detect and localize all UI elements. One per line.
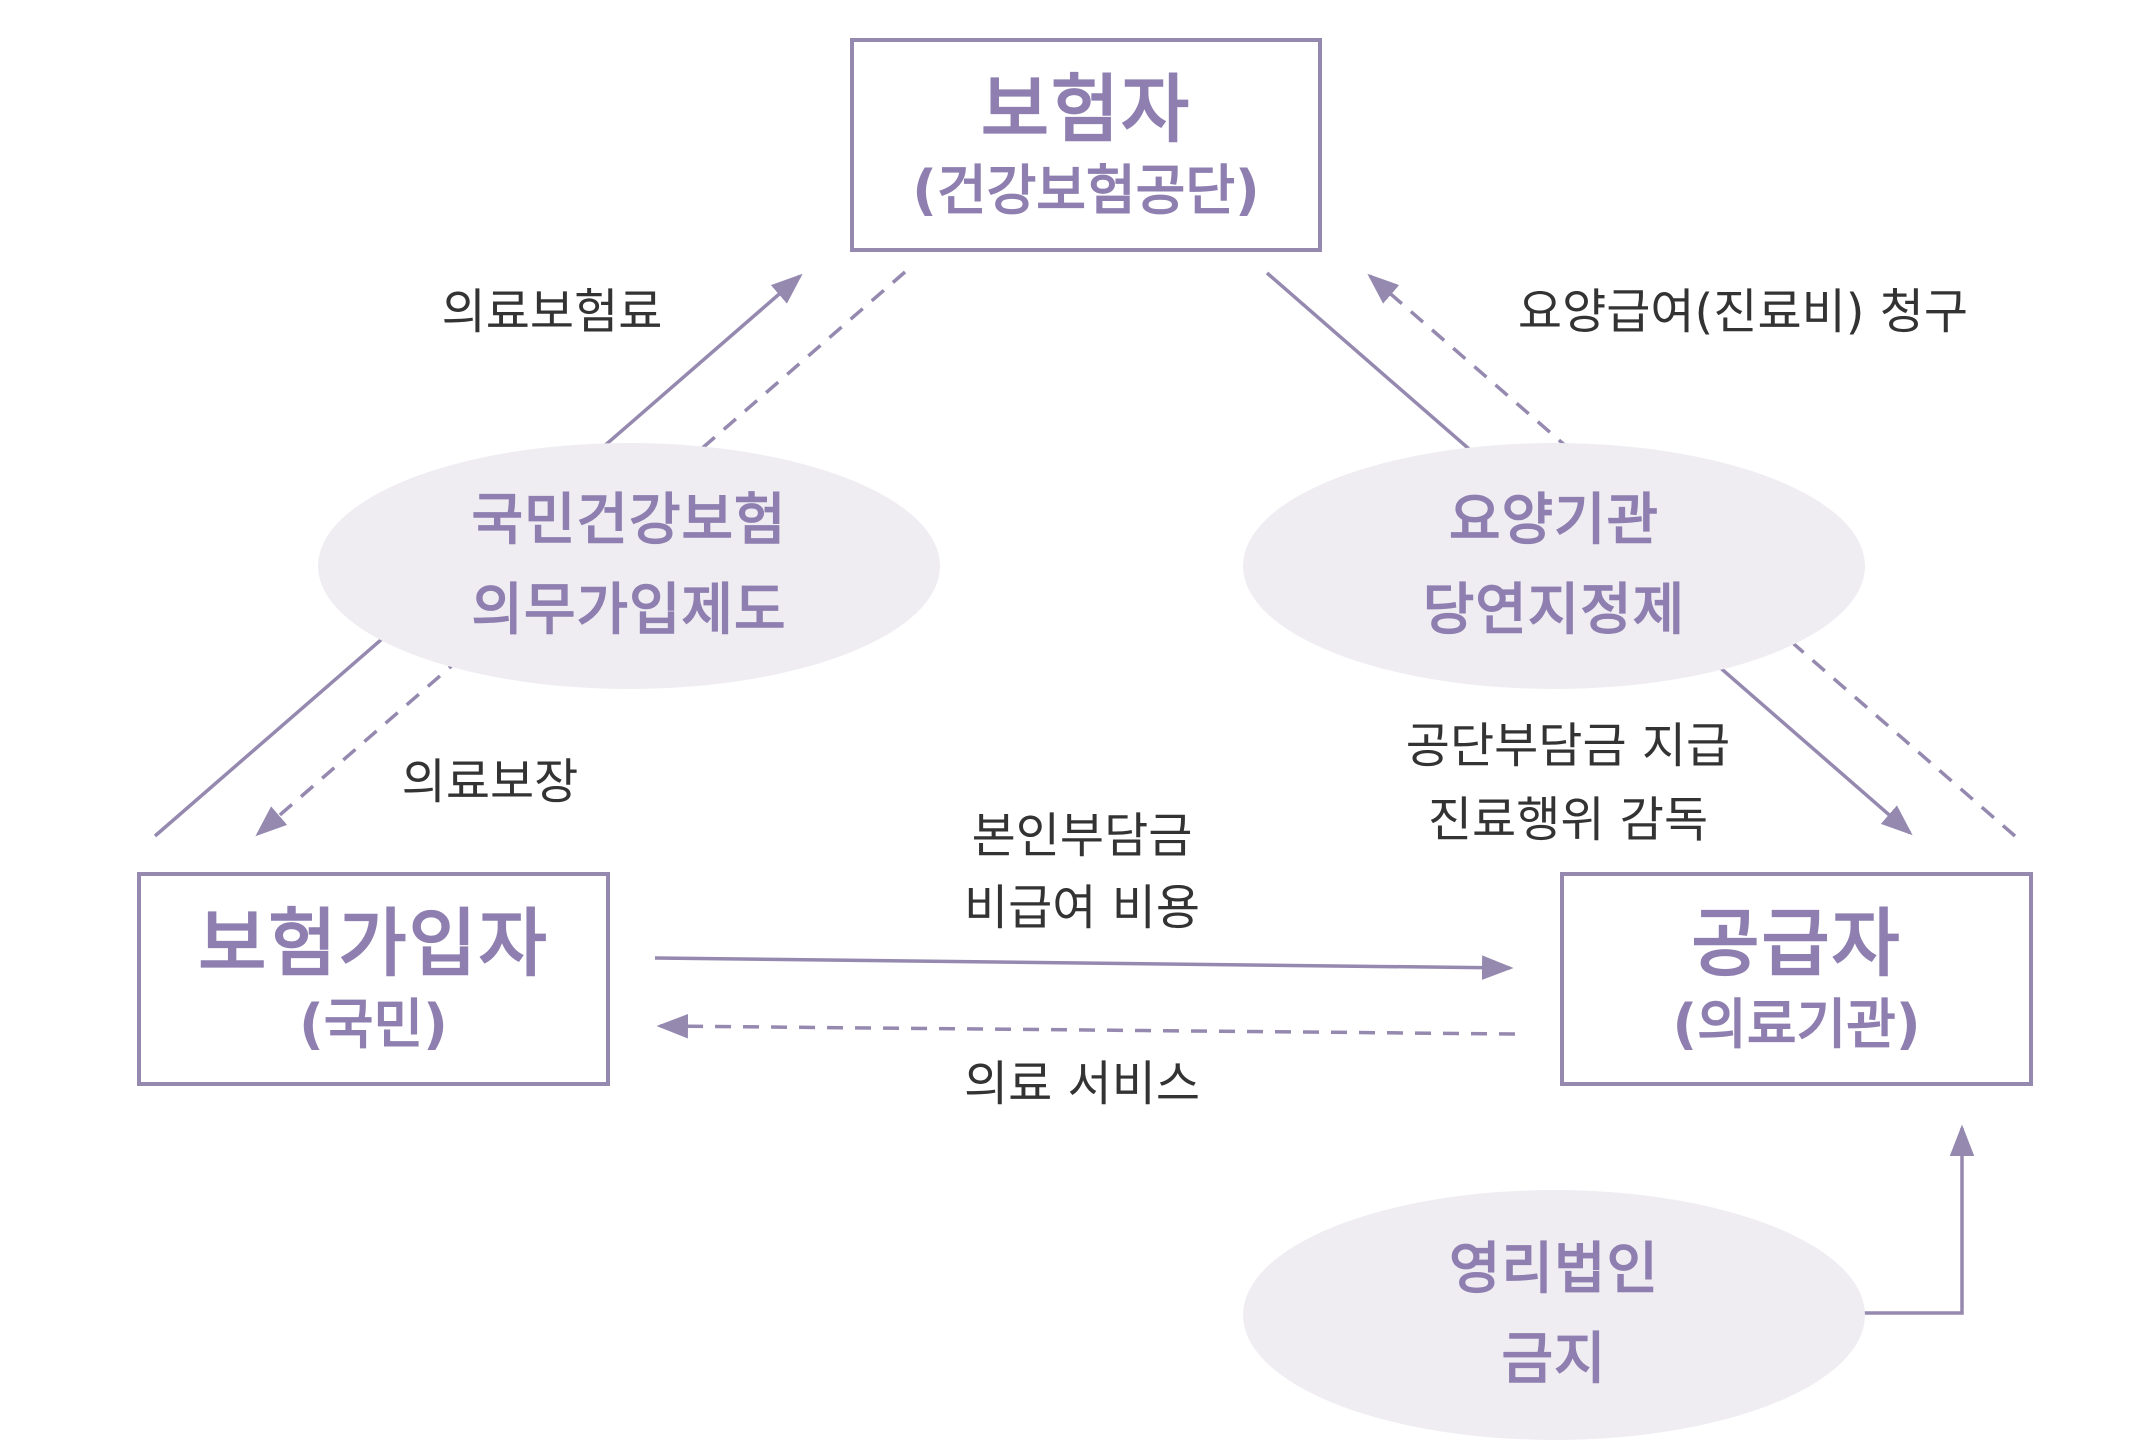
service-arrow (656, 1014, 1516, 1039)
insurer-box: 보험자 (건강보험공단) (850, 38, 1322, 252)
insurer-subtitle: (건강보험공단) (912, 159, 1260, 222)
premium-label: 의료보험료 (441, 284, 663, 340)
mandatory-enrollment-ellipse: 국민건강보험 의무가입제도 (318, 443, 940, 689)
nonprofit-ellipse: 영리법인 금지 (1243, 1190, 1865, 1440)
provider-subtitle: (의료기관) (1672, 993, 1921, 1056)
copay-label-line2: 비급여 비용 (963, 880, 1201, 936)
coverage-label: 의료보장 (401, 754, 579, 810)
copay-label-line1: 본인부담금 (971, 808, 1193, 864)
subscriber-box: 보험가입자 (국민) (137, 872, 610, 1086)
service-label: 의료 서비스 (963, 1056, 1201, 1112)
nonprofit-line2: 금지 (1501, 1327, 1607, 1392)
copay-arrow (654, 955, 1514, 980)
claim-label: 요양급여(진료비) 청구 (1517, 284, 1969, 340)
payment-label-line1: 공단부담금 지급 (1405, 718, 1731, 774)
designation-line1: 요양기관 (1448, 488, 1660, 553)
designation-line2: 당연지정제 (1422, 578, 1686, 643)
payment-label-line2: 진료행위 감독 (1427, 792, 1709, 848)
subscriber-title: 보험가입자 (198, 901, 549, 987)
provider-title: 공급자 (1691, 901, 1902, 987)
subscriber-subtitle: (국민) (299, 993, 448, 1056)
insurer-title: 보험자 (980, 67, 1192, 153)
nonprofit-connector (1860, 1124, 1975, 1315)
nonprofit-line1: 영리법인 (1448, 1237, 1660, 1302)
provider-box: 공급자 (의료기관) (1560, 872, 2033, 1086)
mandatory-enrollment-line2: 의무가입제도 (471, 578, 787, 643)
designation-ellipse: 요양기관 당연지정제 (1243, 443, 1865, 689)
mandatory-enrollment-line1: 국민건강보험 (471, 488, 787, 553)
